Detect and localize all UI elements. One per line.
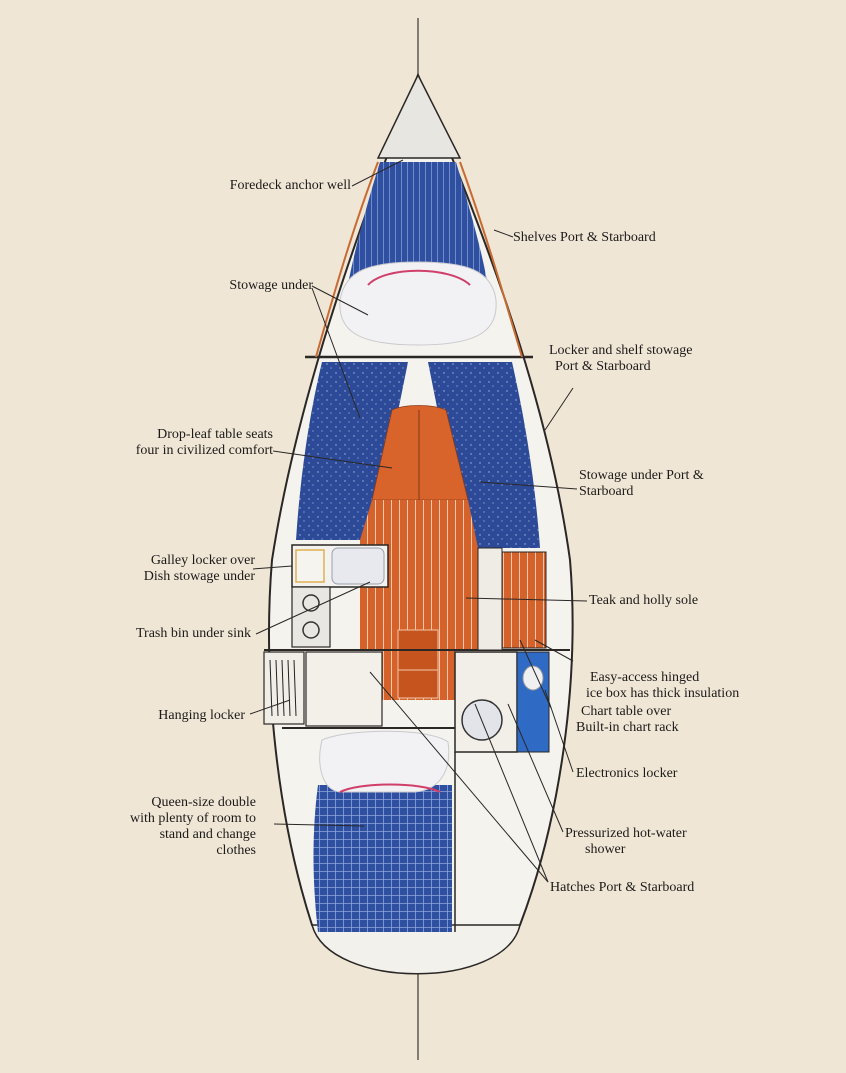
- burner-1: [302, 594, 320, 612]
- starboard-shelf: [459, 161, 523, 358]
- label-stowage-under-port-starboard: Stowage under Port & Starboard: [579, 468, 704, 499]
- galley-sink: [331, 547, 385, 585]
- label-drop-leaf-table: Drop-leaf table seats four in civilized …: [135, 427, 273, 458]
- label-teak-holly-sole: Teak and holly sole: [589, 593, 699, 608]
- head-basin: [522, 665, 544, 691]
- drop-leaf-table: [371, 405, 469, 501]
- label-pressurized-shower: Pressurized hot-water shower: [565, 826, 687, 857]
- stern-cap: [311, 924, 521, 975]
- port-shelf: [315, 161, 379, 358]
- label-galley-locker: Galley locker over Dish stowage under: [143, 553, 255, 584]
- label-foredeck-anchor-well: Foredeck anchor well: [229, 178, 351, 193]
- companionway-steps: [397, 629, 439, 699]
- label-ice-box: Easy-access hinged ice box has thick ins…: [586, 670, 740, 701]
- v-berth-pillow: [339, 261, 497, 346]
- label-hanging-locker: Hanging locker: [158, 708, 245, 723]
- galley-locker: [295, 549, 325, 583]
- aft-berth-pillow: [319, 730, 450, 793]
- label-hatches: Hatches Port & Starboard: [550, 880, 695, 895]
- v-berth-trim: [367, 269, 471, 286]
- aft-berth-trim: [339, 783, 441, 793]
- label-trash-bin: Trash bin under sink: [136, 626, 251, 641]
- label-stowage-under: Stowage under: [229, 278, 313, 293]
- aft-locker: [305, 651, 383, 727]
- stove: [291, 586, 331, 648]
- leader-lines: [249, 159, 588, 883]
- bow-tip: [376, 73, 462, 159]
- label-locker-shelf-stowage: Locker and shelf stowage Port & Starboar…: [549, 343, 693, 374]
- burner-2: [302, 621, 320, 639]
- label-chart-table: Chart table over Built-in chart rack: [576, 704, 679, 735]
- label-electronics-locker: Electronics locker: [576, 766, 678, 781]
- label-shelves: Shelves Port & Starboard: [513, 230, 656, 245]
- label-queen-size-double: Queen-size double with plenty of room to…: [130, 795, 256, 858]
- aft-berth-cushion: [313, 785, 452, 932]
